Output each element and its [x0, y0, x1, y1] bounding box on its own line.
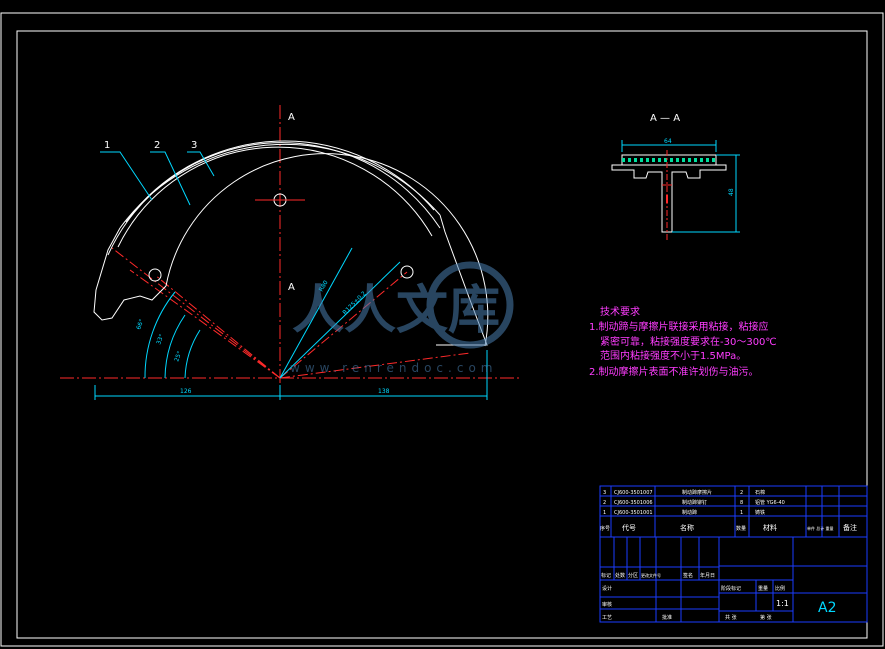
watermark-logo: 人人文库	[292, 281, 500, 341]
bom-table	[599, 485, 868, 538]
brake-shoe-view	[60, 105, 520, 400]
watermark: 人人文库 www.renrendoc.com	[290, 261, 514, 375]
bom-header-name: 名称	[680, 523, 694, 532]
dim-angle-3: 25°	[173, 350, 183, 362]
tb-zone: 分区	[628, 572, 638, 579]
section-view	[611, 140, 740, 240]
bom-row-3-material: 石棉	[755, 489, 765, 496]
dim-angle-2: 33°	[155, 333, 165, 345]
bom-row-3-no: 3	[603, 490, 606, 496]
tb-process: 工艺	[602, 615, 612, 621]
notes-line-4: 2.制动摩擦片表面不准许划伤与油污。	[589, 365, 759, 378]
tb-mark: 标记	[601, 572, 611, 579]
tb-weight: 重量	[758, 585, 768, 592]
tb-reviewer: 审核	[602, 601, 612, 608]
tb-count: 处数	[615, 572, 625, 579]
dim-section-width: 64	[664, 138, 672, 145]
bom-row-2-name: 制动蹄铆钉	[682, 499, 707, 506]
bom-row-3-code: CJ600-3501007	[614, 490, 653, 496]
dim-right-horizontal: 138	[378, 388, 390, 395]
bom-row-2-material: 铝管 YG6-40	[755, 499, 785, 506]
outer-frame	[0, 12, 884, 647]
dim-angle-1: 66°	[135, 318, 145, 330]
bom-header-note: 备注	[843, 523, 857, 532]
tb-approve: 批准	[662, 614, 672, 621]
bom-header-no: 序号	[600, 525, 610, 532]
tb-sheets: 共 张	[725, 614, 737, 621]
bom-header-material: 材料	[763, 523, 777, 532]
bom-header-qty: 数量	[736, 525, 746, 532]
bom-row-1-code: CJ600-3501001	[614, 510, 653, 516]
tb-scale-value: 1:1	[776, 599, 789, 608]
section-label-top: A	[288, 112, 295, 123]
inner-frame	[16, 30, 868, 639]
notes-line-1: 1.制动蹄与摩擦片联接采用粘接，粘接应	[589, 320, 769, 333]
tb-sheet-size: A2	[818, 600, 836, 616]
part-label-3: 3	[191, 140, 197, 151]
notes-line-3: 范围内粘接强度不小于1.5MPa。	[600, 349, 746, 362]
tb-date: 年月日	[700, 572, 715, 579]
bom-row-2-code: CJ600-3501006	[614, 500, 653, 506]
notes-line-2: 紧密可靠，粘接强度要求在-30～300℃	[600, 335, 777, 348]
bom-header-code: 代号	[622, 523, 636, 532]
bom-row-2-qty: 8	[740, 500, 743, 506]
tb-sheet: 第 张	[760, 614, 772, 621]
bom-row-1-no: 1	[603, 510, 606, 516]
dim-section-height: 48	[728, 188, 735, 196]
tb-scale: 比例	[775, 585, 785, 592]
bom-row-1-material: 铸铁	[755, 509, 765, 516]
bom-row-3-name: 制动蹄摩擦片	[682, 489, 712, 496]
bom-row-1-qty: 1	[740, 510, 743, 516]
bom-row-1-name: 制动蹄	[682, 509, 697, 516]
section-view-title: A — A	[650, 113, 680, 124]
tb-sign: 签名	[683, 572, 693, 579]
title-block	[599, 536, 868, 623]
bom-header-weight: 单件 总计 重量	[807, 525, 834, 531]
part-label-1: 1	[104, 140, 110, 151]
dim-left-horizontal: 126	[180, 388, 192, 395]
notes-title: 技术要求	[600, 305, 640, 318]
tb-stage: 阶段标记	[721, 585, 741, 592]
bom-row-3-qty: 2	[740, 490, 743, 496]
section-label-mid: A	[288, 282, 295, 293]
tb-designer: 设计	[602, 585, 612, 592]
bom-row-2-no: 2	[603, 500, 606, 506]
tb-doc-no: 更改文件号	[641, 572, 661, 578]
part-label-2: 2	[154, 140, 160, 151]
watermark-url: www.renrendoc.com	[290, 361, 497, 375]
